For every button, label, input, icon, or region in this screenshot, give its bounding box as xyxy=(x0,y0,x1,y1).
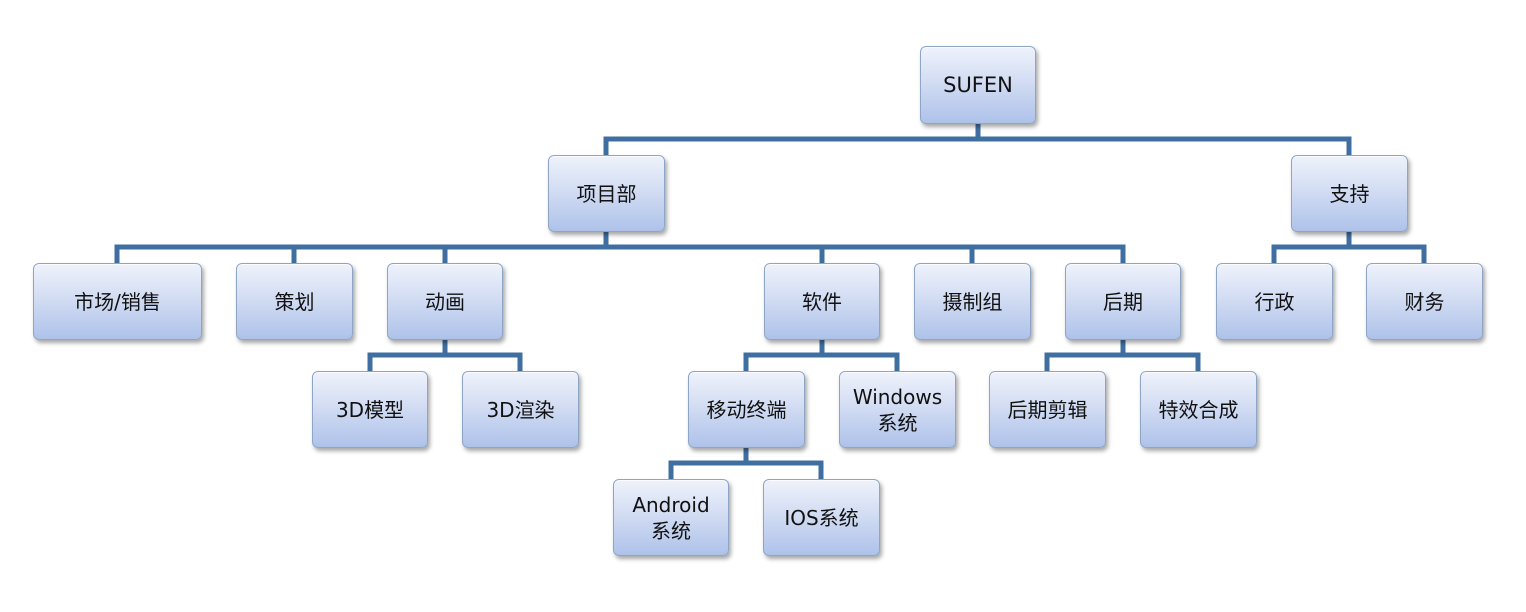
node-3d-model: 3D模型 xyxy=(312,371,428,448)
node-windows-system: Windows 系统 xyxy=(839,371,956,448)
node-vfx-compositing: 特效合成 xyxy=(1140,371,1257,448)
node-sufen: SUFEN xyxy=(920,46,1036,124)
node-administration: 行政 xyxy=(1216,263,1333,340)
node-marketing-sales: 市场/销售 xyxy=(33,263,202,340)
node-planning: 策划 xyxy=(236,263,353,340)
node-android-system: Android 系统 xyxy=(613,479,729,556)
node-project-dept: 项目部 xyxy=(548,155,665,232)
node-animation: 动画 xyxy=(387,263,503,340)
node-software: 软件 xyxy=(764,263,880,340)
node-mobile-terminal: 移动终端 xyxy=(688,371,805,448)
node-filming-crew: 摄制组 xyxy=(914,263,1031,340)
node-post-editing: 后期剪辑 xyxy=(989,371,1106,448)
node-ios-system: IOS系统 xyxy=(763,479,880,556)
node-3d-render: 3D渲染 xyxy=(462,371,579,448)
node-post-production: 后期 xyxy=(1065,263,1181,340)
node-support: 支持 xyxy=(1291,155,1408,232)
node-finance: 财务 xyxy=(1366,263,1483,340)
